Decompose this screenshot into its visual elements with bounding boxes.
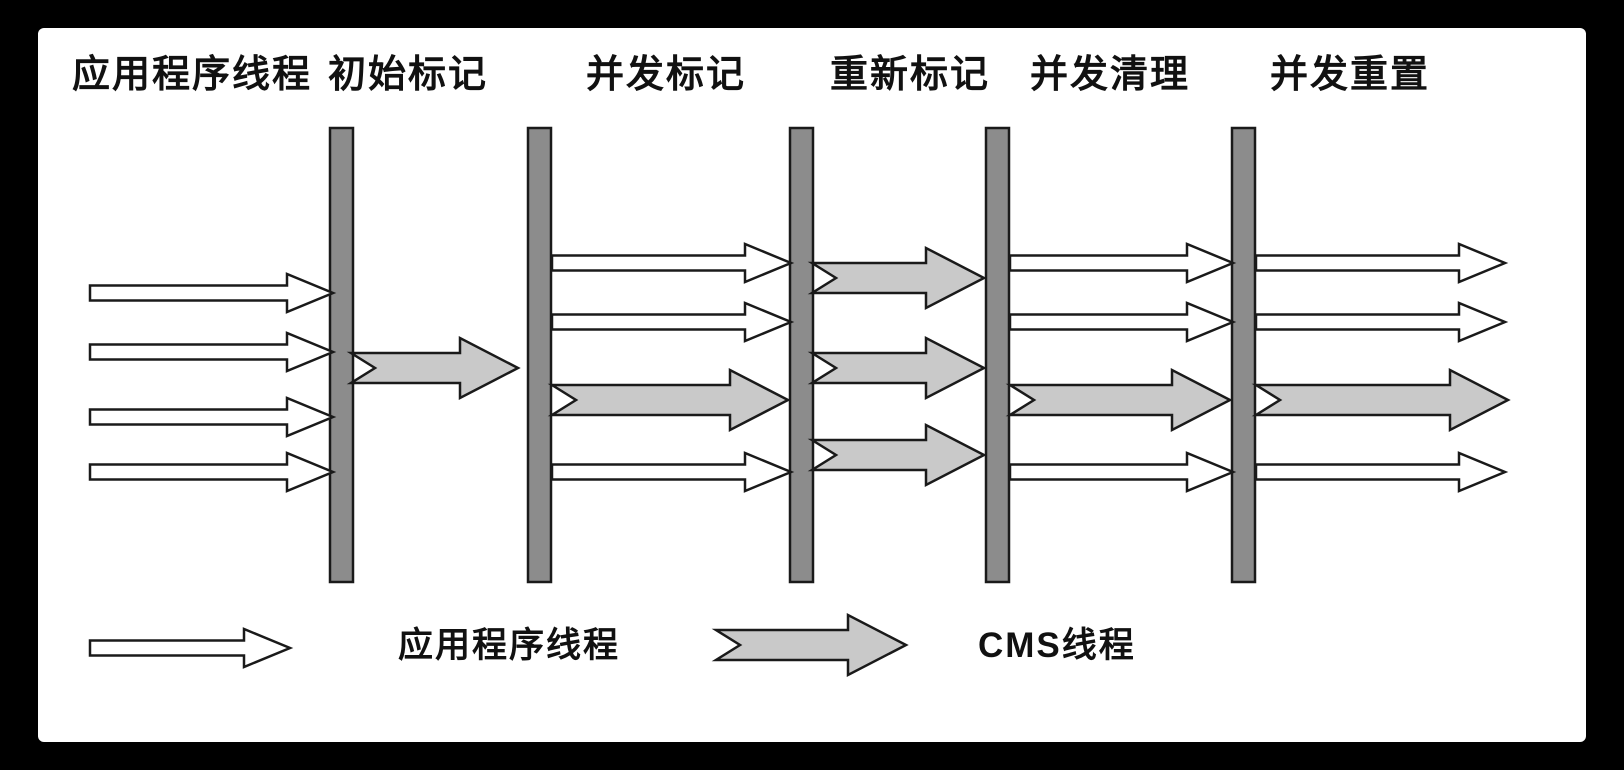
- app-thread-arrow: [88, 272, 337, 314]
- cms-thread-arrow: [807, 245, 987, 311]
- app-thread-arrow: [1254, 301, 1509, 343]
- app-thread-arrow: [550, 451, 795, 493]
- phase-bar-4: [984, 126, 1011, 584]
- cms-thread-arrow: [711, 612, 909, 678]
- app-thread-arrow: [1254, 242, 1509, 284]
- phase-label-2: 初始标记: [328, 54, 489, 96]
- cms-thread-arrow: [346, 335, 521, 401]
- phase-bar-3: [788, 126, 815, 584]
- cms-thread-arrow: [547, 367, 791, 433]
- phase-label-6: 并发重置: [1270, 54, 1431, 96]
- app-thread-arrow: [1008, 242, 1237, 284]
- phase-label-4: 重新标记: [830, 54, 991, 96]
- app-thread-arrow: [1254, 451, 1509, 493]
- app-thread-arrow: [1008, 451, 1237, 493]
- phase-bar-5: [1230, 126, 1257, 584]
- app-thread-arrow: [550, 301, 795, 343]
- app-thread-arrow: [550, 242, 795, 284]
- legend-app-thread-label: 应用程序线程: [398, 626, 621, 665]
- cms-thread-arrow: [1251, 367, 1511, 433]
- legend-cms-thread-label: CMS线程: [978, 626, 1136, 665]
- cms-thread-arrow: [807, 335, 987, 401]
- phase-label-5: 并发清理: [1030, 54, 1191, 96]
- app-thread-arrow: [88, 331, 337, 373]
- phase-label-1: 应用程序线程: [72, 54, 313, 96]
- phase-label-3: 并发标记: [586, 54, 747, 96]
- phase-bar-2: [526, 126, 553, 584]
- app-thread-arrow: [88, 451, 337, 493]
- app-thread-arrow: [88, 396, 337, 438]
- phase-bar-1: [328, 126, 355, 584]
- cms-thread-arrow: [1005, 367, 1233, 433]
- app-thread-arrow: [88, 627, 294, 669]
- app-thread-arrow: [1008, 301, 1237, 343]
- cms-thread-arrow: [807, 422, 987, 488]
